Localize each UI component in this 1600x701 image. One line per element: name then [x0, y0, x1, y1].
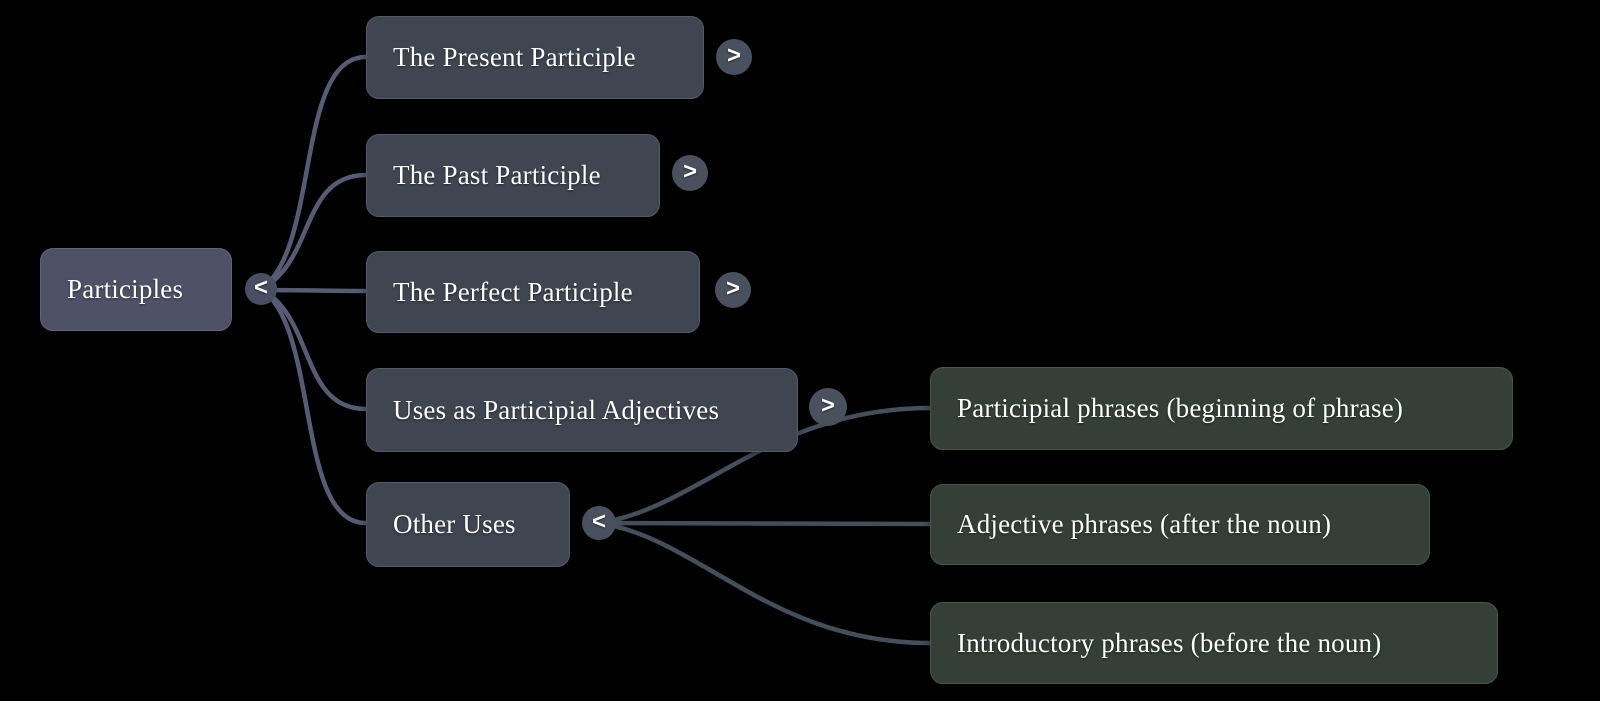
leaf-node-label: Adjective phrases (after the noun) [957, 509, 1332, 539]
expand-button-past-participle[interactable]: > [672, 155, 708, 191]
root-node-label: Participles [67, 274, 184, 304]
expand-button-present-participle[interactable]: > [716, 39, 752, 75]
child-node-label: The Perfect Participle [393, 276, 633, 307]
leaf-node-label: Participial phrases (beginning of phrase… [957, 393, 1404, 423]
edge-other-uses-to-introductory-phrases [596, 520, 933, 646]
collapse-button-participles[interactable]: < [245, 273, 277, 305]
edge-root-to-present-participle [258, 54, 369, 292]
child-node-perfect-participle[interactable]: The Perfect Participle [366, 251, 700, 333]
expand-button-participial-adjectives[interactable]: > [809, 388, 847, 426]
child-node-other-uses[interactable]: Other Uses [366, 482, 570, 567]
child-node-label: Other Uses [393, 509, 516, 539]
child-node-label: Uses as Participial Adjectives [393, 394, 720, 425]
leaf-node-introductory-phrases[interactable]: Introductory phrases (before the noun) [930, 602, 1498, 684]
edge-root-to-other-uses [258, 286, 369, 526]
child-node-label: The Past Participle [393, 160, 601, 190]
child-node-past-participle[interactable]: The Past Participle [366, 134, 660, 217]
child-node-label: The Present Participle [393, 42, 636, 72]
leaf-node-adjective-phrases[interactable]: Adjective phrases (after the noun) [930, 484, 1430, 565]
edge-root-to-participial-adjectives [258, 286, 369, 412]
child-node-present-participle[interactable]: The Present Participle [366, 16, 704, 99]
leaf-node-participial-phrases[interactable]: Participial phrases (beginning of phrase… [930, 367, 1513, 450]
edge-root-to-past-participle [258, 172, 369, 292]
leaf-node-label: Introductory phrases (before the noun) [957, 627, 1382, 658]
collapse-button-other-uses[interactable]: < [582, 506, 616, 540]
expand-button-perfect-participle[interactable]: > [715, 272, 751, 308]
edge-other-uses-to-adjective-phrases [596, 520, 933, 527]
root-node-participles[interactable]: Participles [40, 248, 232, 331]
child-node-participial-adjectives[interactable]: Uses as Participial Adjectives [366, 368, 798, 452]
edge-other-uses-to-participial-phrases [596, 405, 933, 526]
